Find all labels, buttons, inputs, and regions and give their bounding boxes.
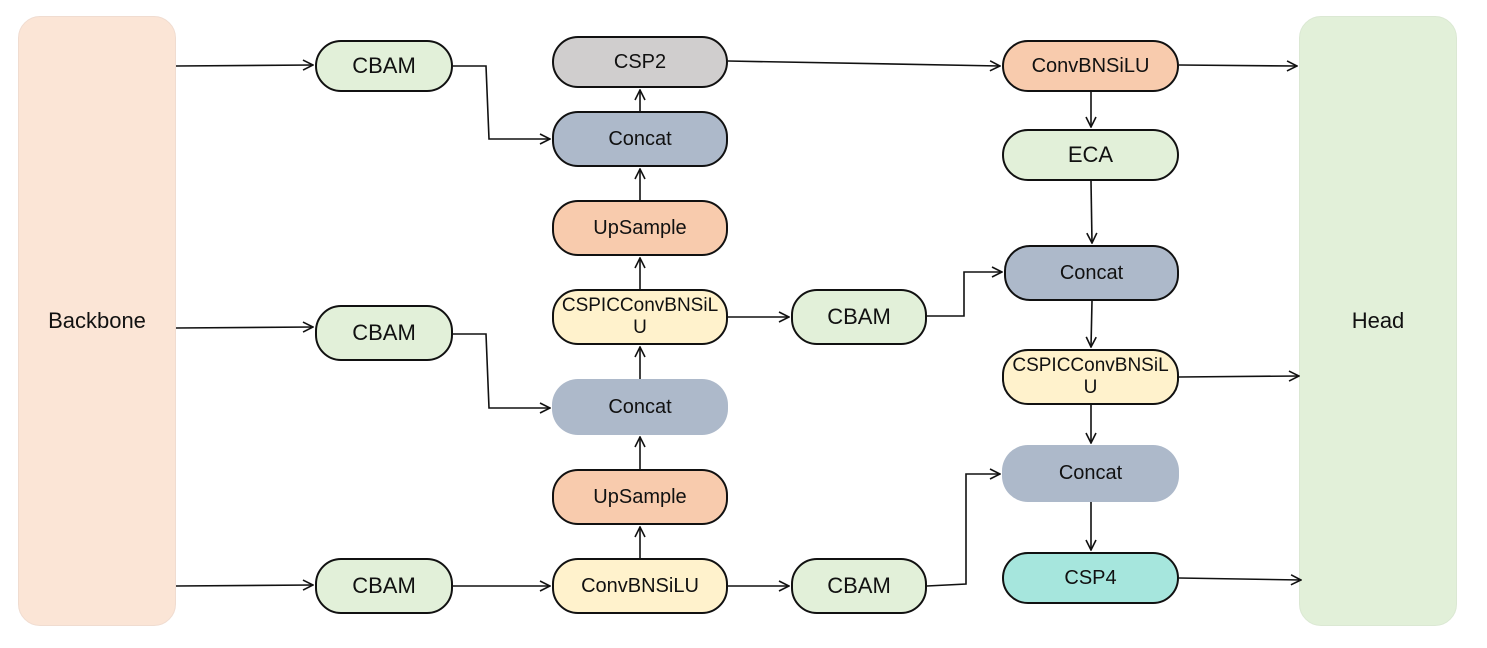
edge-backbone-cbam-top — [175, 65, 313, 66]
concat-node-1: Concat — [552, 111, 728, 167]
cbam-node-right-2: CBAM — [791, 558, 927, 614]
upsample-node-2: UpSample — [552, 469, 728, 525]
backbone-label: Backbone — [48, 307, 146, 333]
edge-backbone-cbam-middle — [175, 327, 313, 328]
edge-cspic-2-head — [1178, 376, 1299, 377]
concat-node-2: Concat — [552, 379, 728, 435]
edge-eca-concat-3 — [1091, 180, 1092, 243]
cbam-node-right-1: CBAM — [791, 289, 927, 345]
upsample-node-1: UpSample — [552, 200, 728, 256]
edge-csp4-head — [1178, 578, 1301, 580]
cbam-node-middle: CBAM — [315, 305, 453, 361]
concat-node-4: Concat — [1002, 445, 1179, 502]
edge-cbam-right-2-concat-4 — [926, 474, 1000, 587]
cbam-node-bottom: CBAM — [315, 558, 453, 614]
head-block: Head — [1299, 16, 1457, 626]
backbone-block: Backbone — [18, 16, 176, 626]
cspicconvbnsilu-node-2: CSPICConvBNSiLU — [1002, 349, 1179, 405]
eca-node: ECA — [1002, 129, 1179, 181]
head-label: Head — [1351, 307, 1405, 333]
edge-csp2-convbnsilu-2 — [727, 61, 1000, 66]
convbnsilu-node-1: ConvBNSiLU — [552, 558, 728, 614]
concat-node-3: Concat — [1004, 245, 1179, 301]
edge-concat-3-cspic-2 — [1091, 300, 1092, 347]
cbam-node-top: CBAM — [315, 40, 453, 92]
edge-backbone-cbam-bottom — [175, 585, 313, 586]
convbnsilu-node-2: ConvBNSiLU — [1002, 40, 1179, 92]
csp4-node: CSP4 — [1002, 552, 1179, 604]
edge-convbnsilu-2-head — [1178, 65, 1297, 66]
edge-cbam-right-1-concat-3 — [927, 272, 1002, 317]
csp2-node: CSP2 — [552, 36, 728, 88]
edge-cbam-middle-concat-2 — [453, 333, 550, 408]
cspicconvbnsilu-node-1: CSPICConvBNSiLU — [552, 289, 728, 345]
edge-cbam-top-concat-1 — [453, 65, 550, 139]
